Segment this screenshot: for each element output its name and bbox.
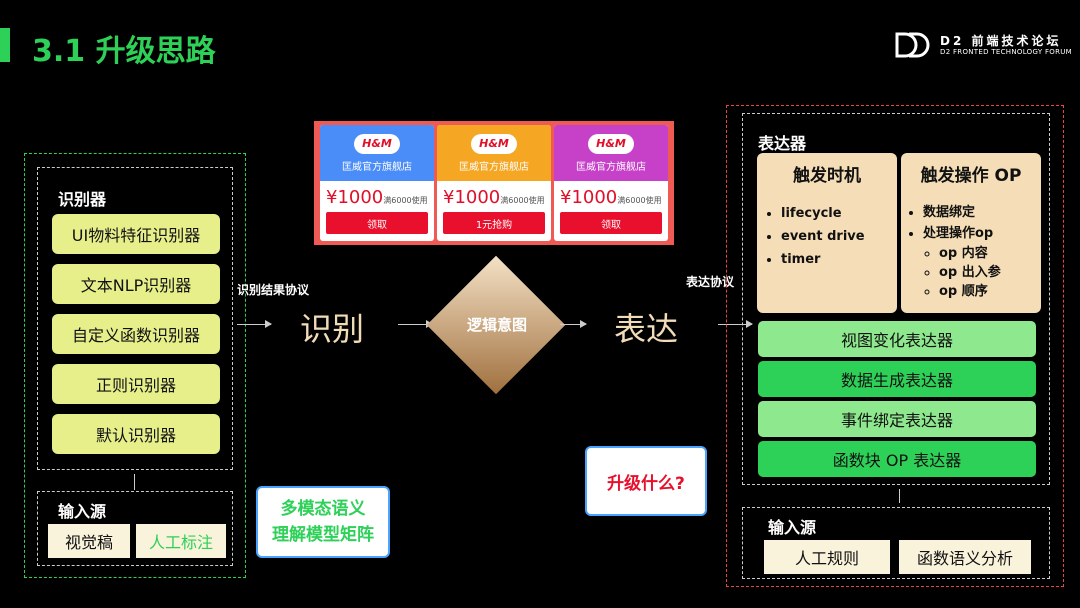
input-function-analysis: 函数语义分析 (899, 540, 1031, 574)
left-input-label: 输入源 (58, 502, 107, 521)
brand-logo: H&M (588, 133, 634, 154)
recognizer-default: 默认识别器 (52, 414, 220, 454)
view-expresser: 视图变化表达器 (758, 321, 1036, 357)
recognizer-label: 识别器 (58, 190, 107, 209)
protocol-label-1: 识别结果协议 (237, 283, 310, 297)
right-panel (726, 105, 1064, 587)
expresser-box (742, 113, 1050, 485)
protocol-label-2: 表达协议 (686, 275, 735, 289)
timing-item: lifecycle (781, 202, 897, 225)
event-expresser: 事件绑定表达器 (758, 401, 1036, 437)
price: ¥1000 (560, 187, 618, 208)
logic-text: 逻辑意图 (466, 316, 527, 334)
up-arrow (899, 489, 900, 503)
timing-title: 触发时机 (793, 166, 861, 186)
page-title: 3.1 升级思路 (32, 34, 216, 69)
brand-logo: H&M (354, 133, 400, 154)
left-input-box (37, 491, 233, 566)
ops-item: 处理操作op (923, 223, 1041, 244)
shop-name: 匡威官方旗舰店 (576, 161, 646, 173)
timing-box: 触发时机 lifecycleevent drivetimer (757, 153, 897, 313)
input-rules: 人工规则 (764, 540, 890, 574)
right-input-box (742, 507, 1050, 579)
logo-subtext: D2 FRONTED TECHNOLOGY FORUM (940, 48, 1073, 56)
recognize-text: 识别 (300, 310, 365, 348)
recognizer-nlp: 文本NLP识别器 (52, 264, 220, 304)
title-accent (0, 28, 10, 62)
shop-name: 匡威官方旗舰店 (342, 161, 412, 173)
ops-box: 触发操作 OP 数据绑定处理操作op op 内容op 出入参op 顺序 (901, 153, 1041, 313)
right-input-label: 输入源 (768, 518, 817, 537)
function-op-expresser: 函数块 OP 表达器 (758, 441, 1036, 477)
timing-item: event drive (781, 225, 897, 248)
input-visual: 视觉稿 (48, 524, 130, 558)
condition: 满6000使用 (617, 196, 662, 205)
ops-subitem: op 顺序 (939, 282, 1041, 301)
coupon-button[interactable]: 1元抢购 (443, 212, 545, 234)
ops-subitem: op 内容 (939, 244, 1041, 263)
condition: 满6000使用 (383, 196, 428, 205)
shop-name: 匡威官方旗舰店 (459, 161, 529, 173)
price: ¥1000 (443, 187, 501, 208)
ops-subitem: op 出入参 (939, 263, 1041, 282)
arrow (560, 320, 587, 328)
left-bubble: 多模态语义 理解模型矩阵 (256, 486, 390, 558)
coupon-button[interactable]: 领取 (560, 212, 662, 234)
recognizer-regex: 正则识别器 (52, 364, 220, 404)
input-manual: 人工标注 (136, 524, 226, 558)
up-arrow (134, 474, 135, 490)
price: ¥1000 (326, 187, 384, 208)
ops-title: 触发操作 OP (920, 166, 1022, 186)
coupon-button[interactable]: 领取 (326, 212, 428, 234)
recognizer-box (37, 167, 233, 470)
coupon-card: H&M 匡威官方旗舰店 ¥1000满6000使用 领取 (320, 125, 434, 241)
logo-text: D2 前端技术论坛 (940, 34, 1062, 48)
ops-item: 数据绑定 (923, 202, 1041, 223)
coupon-card: H&M 匡威官方旗舰店 ¥1000满6000使用 领取 (554, 125, 668, 241)
d2-logo-icon (895, 32, 930, 58)
brand-logo: H&M (471, 133, 517, 154)
condition: 满6000使用 (500, 196, 545, 205)
coupon-card: H&M 匡威官方旗舰店 ¥1000满6000使用 1元抢购 (437, 125, 551, 241)
right-bubble: 升级什么? (585, 446, 707, 516)
data-expresser: 数据生成表达器 (758, 361, 1036, 397)
left-panel (24, 153, 246, 578)
recognizer-ui: UI物料特征识别器 (52, 214, 220, 254)
expresser-label: 表达器 (758, 134, 807, 153)
arrow (718, 320, 753, 328)
express-text: 表达 (614, 310, 679, 348)
arrow (237, 320, 272, 328)
timing-item: timer (781, 248, 897, 271)
recognizer-custom: 自定义函数识别器 (52, 314, 220, 354)
